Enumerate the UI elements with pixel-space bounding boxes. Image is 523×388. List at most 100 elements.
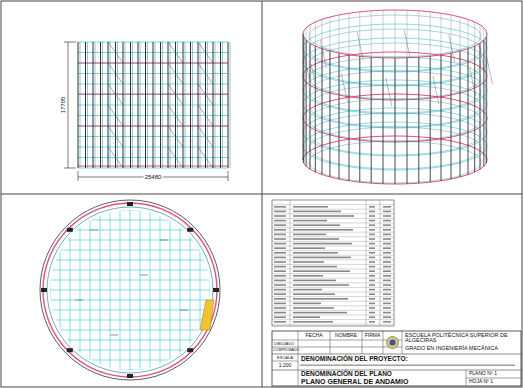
table-entry-mark [383, 293, 391, 295]
table-row-line [272, 232, 394, 233]
table-entry-mark [369, 307, 375, 309]
table-row-line [272, 273, 394, 274]
standard-line [138, 42, 139, 168]
table-entry-mark [369, 224, 375, 226]
table-entry-mark [274, 270, 286, 272]
table-row-line [272, 296, 394, 297]
brace-line [168, 105, 183, 126]
standard-line [460, 17, 461, 143]
standard-line [467, 19, 468, 145]
title-col-line [362, 331, 363, 354]
grid-line [50, 300, 210, 301]
deck-grid [50, 210, 210, 370]
table-row-line [272, 301, 394, 302]
sheet-number: PLANO Nº 1 [469, 371, 497, 376]
table-entry-mark [369, 298, 375, 300]
table-entry-mark [369, 243, 375, 245]
table-entry-mark [274, 284, 286, 286]
title-col-line [298, 331, 299, 386]
table-entry-mark [274, 206, 286, 208]
grid-line [50, 320, 210, 321]
brace-line [168, 42, 183, 63]
table-entry-mark [383, 284, 391, 286]
standard-line [102, 42, 103, 168]
access-stair [200, 300, 214, 330]
field-title: DENOMINACIÓN DEL PLANO [301, 371, 392, 378]
table-entry-mark [383, 206, 391, 208]
anchor-mark [187, 348, 193, 352]
standard-line [125, 42, 126, 168]
table-entry-mark [274, 321, 286, 323]
standard-line [100, 42, 101, 168]
table-entry-mark [293, 211, 341, 213]
standard-line [483, 28, 484, 154]
parts-list [272, 200, 394, 326]
standard-line [132, 42, 133, 168]
table-entry-mark [369, 312, 375, 314]
table-entry-mark [383, 215, 391, 217]
brace-line [108, 147, 123, 168]
table-entry-mark [293, 270, 350, 272]
brace-line [404, 30, 410, 58]
table-entry-mark [293, 307, 334, 309]
standard-line [95, 42, 96, 168]
table-row-line [272, 241, 394, 242]
table-entry-mark [274, 275, 286, 277]
standard-line [175, 42, 176, 168]
table-entry-mark [274, 215, 286, 217]
table-entry-mark [274, 224, 286, 226]
brace-line [470, 68, 476, 96]
anchor-mark [67, 228, 73, 232]
table-row-line [272, 264, 394, 265]
standard-line [153, 42, 154, 168]
standard-line [310, 25, 311, 151]
table-entry-mark [369, 220, 375, 222]
table-entry-mark [369, 247, 375, 249]
table-entry-mark [383, 266, 391, 268]
brace-line [168, 126, 183, 147]
table-row-line [272, 305, 394, 306]
brace-line [198, 63, 213, 84]
standard-line [329, 17, 330, 143]
table-entry-mark [293, 280, 336, 282]
standard-line [430, 12, 431, 138]
brace-line [198, 42, 213, 63]
table-entry-mark [293, 220, 327, 222]
plan-mark [75, 300, 83, 301]
table-entry-mark [383, 261, 391, 263]
table-border [272, 200, 394, 326]
table-row-line [272, 213, 394, 214]
table-col-line [366, 200, 367, 326]
drawing-title: PLANO GENERAL DE ANDAMIO [301, 378, 408, 385]
standard-line [338, 15, 339, 141]
table-entry-mark [369, 215, 375, 217]
table-entry-mark [293, 275, 323, 277]
scale-value: 1:200 [279, 363, 292, 368]
table-entry-mark [369, 238, 375, 240]
table-row-line [272, 324, 394, 325]
title-col-line [330, 331, 331, 354]
table-row-line [272, 218, 394, 219]
grid-line [50, 250, 210, 251]
table-entry-mark [369, 234, 375, 236]
table-entry-mark [369, 257, 375, 259]
table-entry-mark [369, 206, 375, 208]
table-entry-mark [369, 261, 375, 263]
standard-line [303, 31, 304, 157]
standard-line [322, 19, 323, 145]
table-entry-mark [383, 307, 391, 309]
table-entry-mark [274, 211, 286, 213]
standard-line [185, 42, 186, 168]
table-entry-mark [274, 266, 286, 268]
table-entry-mark [293, 234, 326, 236]
row-label: DIBUJADO [274, 341, 294, 345]
standard-line [145, 42, 146, 168]
title-col-line [402, 331, 403, 354]
table-col-line [290, 200, 291, 326]
standard-line [486, 31, 487, 157]
anchor-mark [187, 228, 193, 232]
standard-line [117, 42, 118, 168]
school-logo [387, 337, 399, 349]
